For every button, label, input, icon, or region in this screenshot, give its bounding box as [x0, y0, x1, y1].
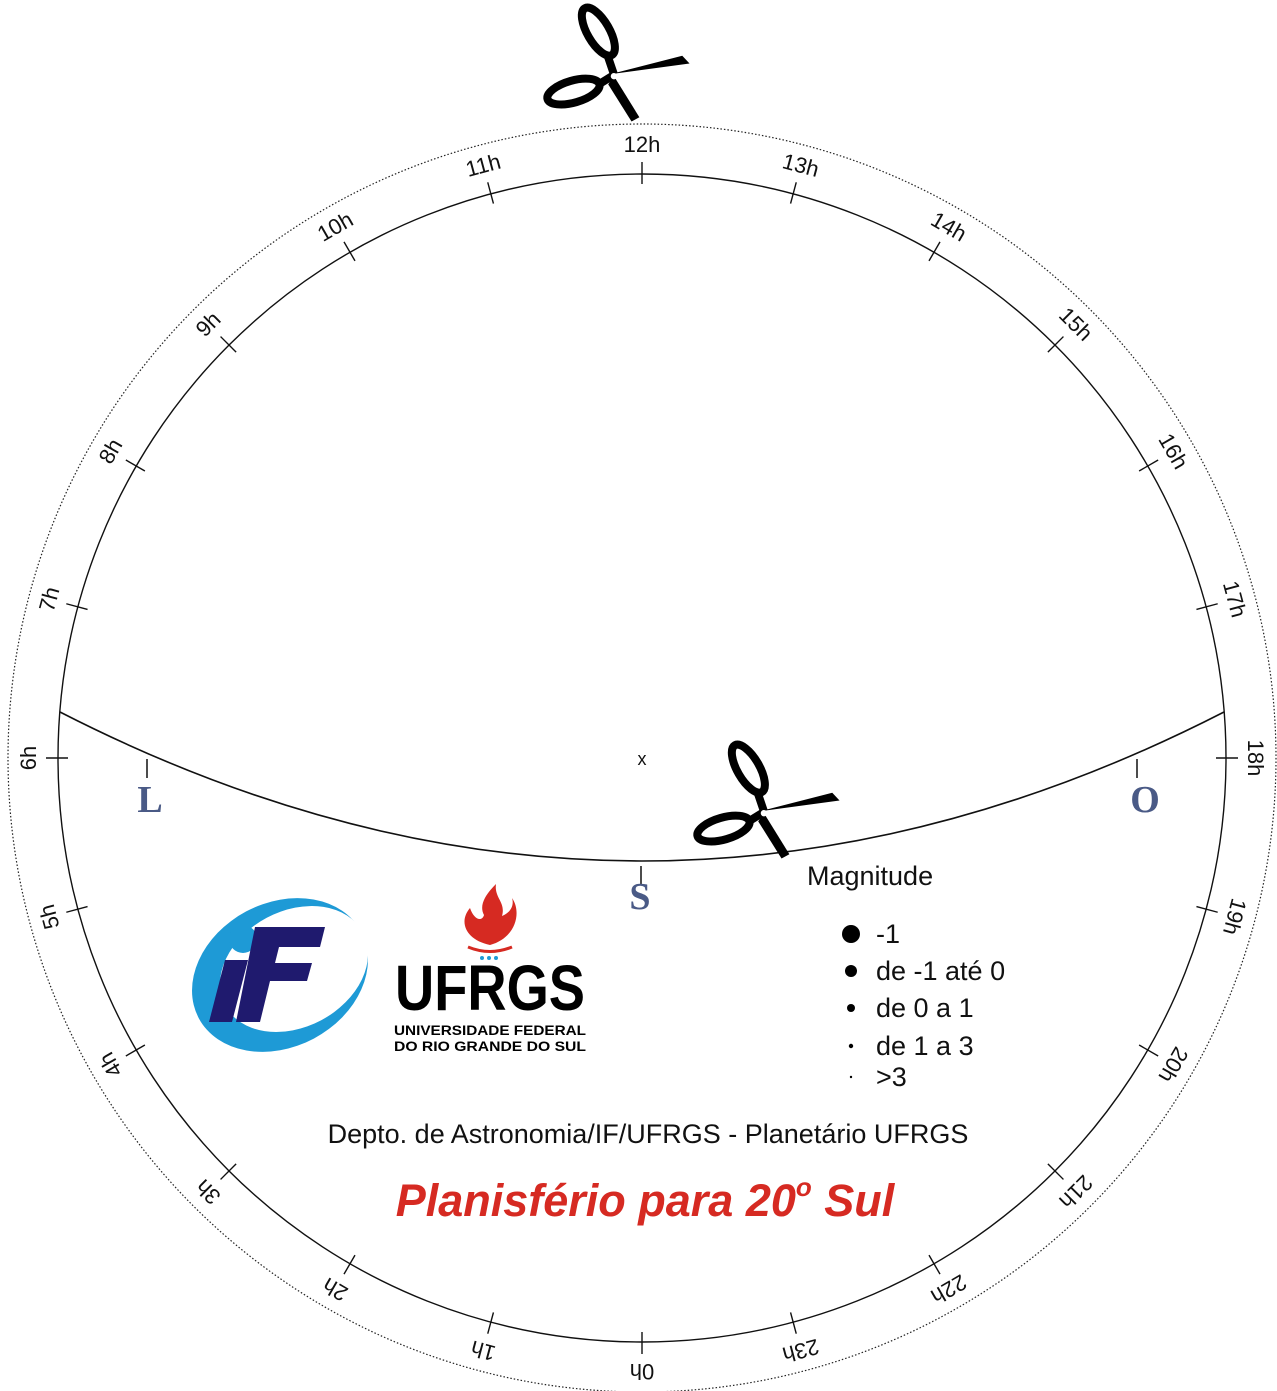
- hour-label: 23h: [780, 1334, 822, 1368]
- hour-tick: [1196, 603, 1218, 611]
- legend-dot-1: [842, 925, 860, 943]
- south-label: S: [629, 876, 650, 918]
- hour-label: 11h: [463, 149, 503, 182]
- ufrgs-logo: UFRGS UNIVERSIDADE FEDERAL DO RIO GRANDE…: [394, 884, 586, 1054]
- hour-label: 6h: [16, 746, 41, 770]
- legend-label: >3: [876, 1062, 907, 1092]
- legend-dot-5: [849, 1075, 853, 1079]
- hour-label: 22h: [927, 1269, 971, 1309]
- flame-icon: [464, 884, 517, 945]
- hour-tick: [66, 603, 88, 611]
- center-mark: x: [638, 749, 647, 769]
- legend: -1 de -1 até 0 de 0 a 1 de 1 a 3 >3: [842, 919, 1005, 1092]
- legend-dot-3: [847, 1004, 855, 1012]
- hour-label: 20h: [1153, 1043, 1193, 1087]
- hour-tick: [125, 459, 146, 472]
- hour-tick: [125, 1044, 146, 1057]
- hour-tick: [220, 1163, 237, 1180]
- main-title: Planisfério para 20o Sul: [396, 1172, 896, 1226]
- west-label: O: [1130, 779, 1160, 821]
- hour-tick: [487, 182, 495, 204]
- hour-label: 17h: [1218, 578, 1252, 620]
- credit-line: Depto. de Astronomia/IF/UFRGS - Planetár…: [328, 1119, 969, 1149]
- if-logo: iF: [192, 898, 369, 1052]
- hour-tick: [1138, 459, 1159, 472]
- hour-tick: [789, 1312, 797, 1334]
- scissors-icon: [692, 737, 842, 862]
- hour-tick: [343, 241, 356, 262]
- svg-text:DO RIO GRANDE DO SUL: DO RIO GRANDE DO SUL: [394, 1039, 586, 1054]
- hour-label: 1h: [468, 1336, 498, 1366]
- legend-label: de 1 a 3: [876, 1031, 974, 1061]
- legend-dot-2: [845, 965, 857, 977]
- hour-tick: [343, 1254, 356, 1275]
- outer-cut-circle: [7, 123, 1277, 1391]
- hour-tick: [789, 182, 797, 204]
- hour-label: 19h: [1218, 896, 1252, 938]
- hour-label: 4h: [94, 1048, 128, 1082]
- legend-label: de -1 até 0: [876, 956, 1005, 986]
- hour-label: 12h: [624, 132, 661, 157]
- hour-tick: [1196, 905, 1218, 913]
- legend-title: Magnitude: [807, 861, 933, 891]
- hour-label: 3h: [191, 1174, 226, 1209]
- hour-tick: [66, 905, 88, 913]
- svg-text:UFRGS: UFRGS: [395, 952, 585, 1024]
- legend-label: -1: [876, 919, 900, 949]
- hour-label: 5h: [34, 902, 64, 932]
- hour-tick: [928, 1254, 941, 1275]
- svg-text:UNIVERSIDADE FEDERAL: UNIVERSIDADE FEDERAL: [394, 1023, 586, 1038]
- hour-label: 18h: [1243, 740, 1268, 777]
- east-label: L: [137, 779, 162, 821]
- hour-tick: [1138, 1044, 1159, 1057]
- hour-tick: [1047, 336, 1064, 353]
- hour-tick: [1047, 1163, 1064, 1180]
- hour-label: 9h: [191, 307, 226, 342]
- hour-tick: [928, 241, 941, 262]
- hour-label: 7h: [34, 584, 64, 614]
- scissors-icon: [542, 0, 692, 125]
- hour-label: 8h: [94, 434, 128, 468]
- hour-label: 10h: [313, 207, 357, 247]
- hour-label: 2h: [318, 1273, 352, 1307]
- hour-label: 0h: [630, 1359, 654, 1384]
- legend-dot-4: [848, 1043, 854, 1049]
- horizon-curve: [59, 711, 1225, 862]
- hour-tick: [487, 1312, 495, 1334]
- hour-label: 13h: [780, 148, 822, 182]
- hour-tick: [220, 336, 237, 353]
- legend-label: de 0 a 1: [876, 993, 974, 1023]
